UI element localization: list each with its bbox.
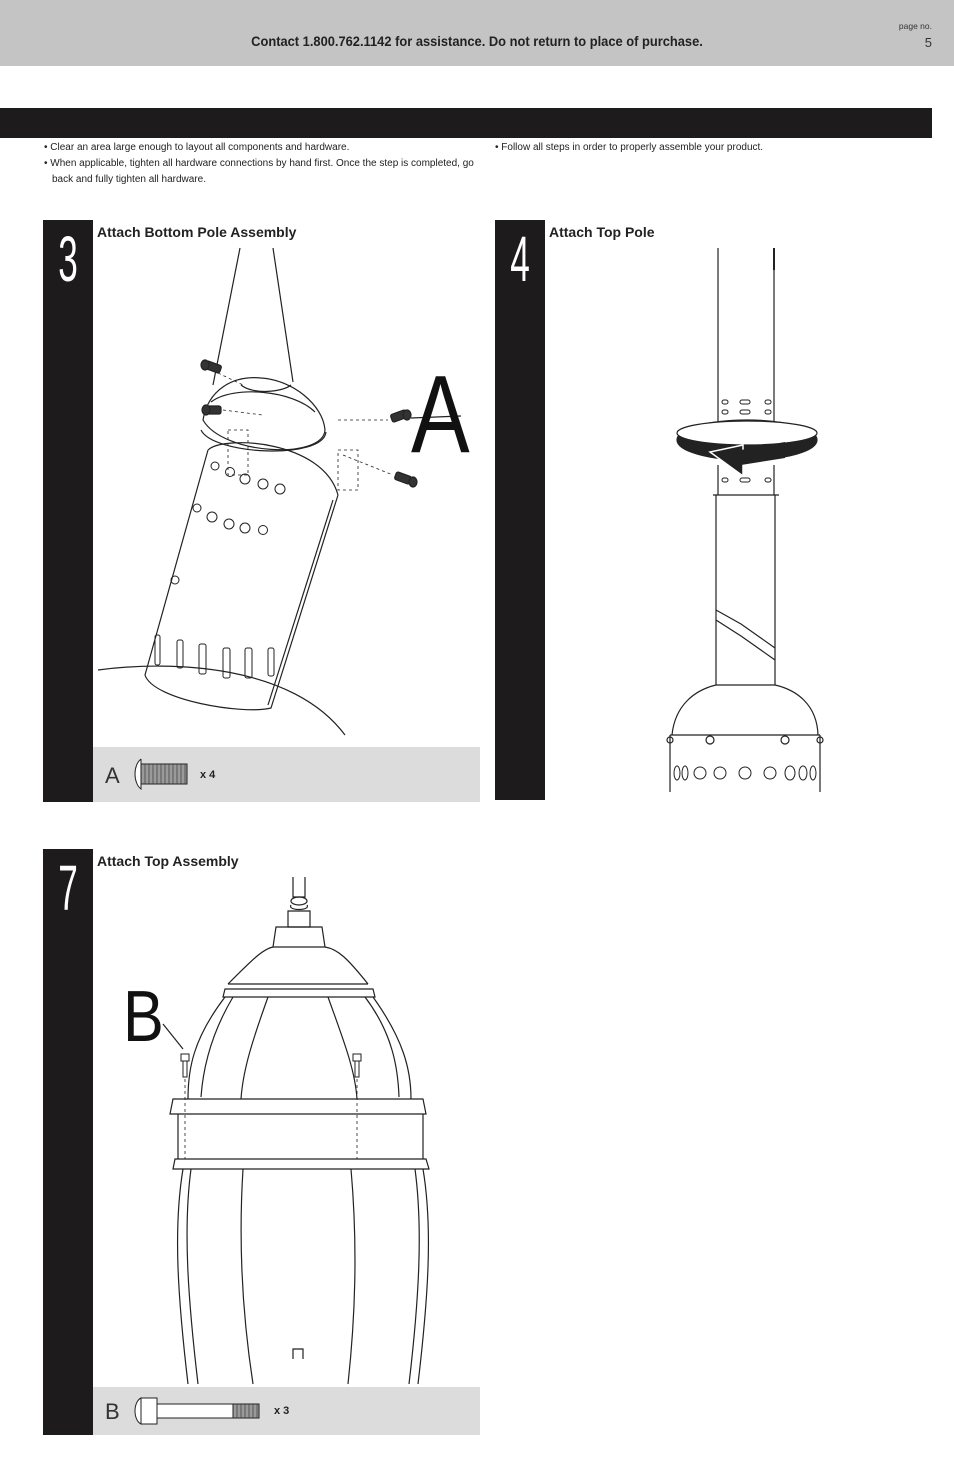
- pole-slots: [721, 399, 772, 483]
- top-assembly-illustration: [162, 877, 430, 1385]
- step-3-panel: 3 Attach Bottom Pole Assembly: [43, 220, 480, 802]
- hardware-letter: B: [105, 1399, 120, 1424]
- rotate-arrow-icon: [676, 419, 818, 478]
- tips-right: • Follow all steps in order to properly …: [495, 140, 915, 156]
- hardware-letter: A: [105, 763, 120, 788]
- hardware-quantity: x 4: [200, 769, 216, 781]
- screw-icons: [200, 359, 418, 488]
- callout-a: A: [411, 353, 470, 476]
- page-number-label: page no.: [898, 21, 932, 31]
- section-bar: [0, 108, 932, 138]
- long-bolt-icon: [134, 1397, 260, 1425]
- tips-left: • Clear an area large enough to layout a…: [44, 140, 474, 188]
- tip-item: • Follow all steps in order to properly …: [495, 142, 764, 153]
- vent-holes: [673, 765, 817, 781]
- top-pole-illustration: [666, 248, 824, 792]
- tip-item: • Clear an area large enough to layout a…: [44, 142, 350, 153]
- step-number: 4: [510, 223, 530, 295]
- bolt-icon: [134, 758, 188, 791]
- bolt-icons: [180, 1053, 362, 1078]
- tip-item: • When applicable, tighten all hardware …: [44, 158, 474, 185]
- step-number-bar: 4: [495, 220, 545, 800]
- assistance-contact: Contact 1.800.762.1142 for assistance. D…: [251, 33, 703, 49]
- step-4-panel: 4 Attach Top Pole: [495, 220, 932, 802]
- vent-holes: [154, 461, 286, 679]
- hardware-strip: A x 4: [93, 747, 480, 802]
- step-7-panel: 7 Attach Top Assembly: [43, 849, 480, 1435]
- step-number-bar: 3: [43, 220, 93, 802]
- bottom-pole-illustration: [97, 247, 462, 736]
- page-header: Contact 1.800.762.1142 for assistance. D…: [0, 0, 954, 66]
- step-title: Attach Top Pole: [549, 224, 655, 240]
- hardware-quantity: x 3: [274, 1405, 290, 1417]
- step-title: Attach Top Assembly: [97, 853, 239, 869]
- callout-b: B: [123, 977, 164, 1057]
- step-number-bar: 7: [43, 849, 93, 1435]
- step-number: 7: [58, 852, 78, 924]
- hardware-strip: B x 3: [93, 1387, 480, 1435]
- page-number: 5: [924, 35, 932, 50]
- step-number: 3: [58, 223, 78, 295]
- step-title: Attach Bottom Pole Assembly: [97, 224, 297, 240]
